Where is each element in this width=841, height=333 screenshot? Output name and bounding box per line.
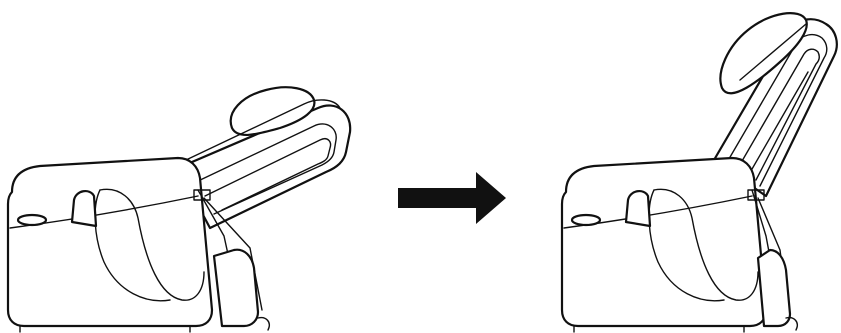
massage-chair-upright-icon [562, 13, 837, 332]
massage-chair-reclined-icon [8, 87, 350, 332]
right-arrow-icon [398, 172, 506, 224]
